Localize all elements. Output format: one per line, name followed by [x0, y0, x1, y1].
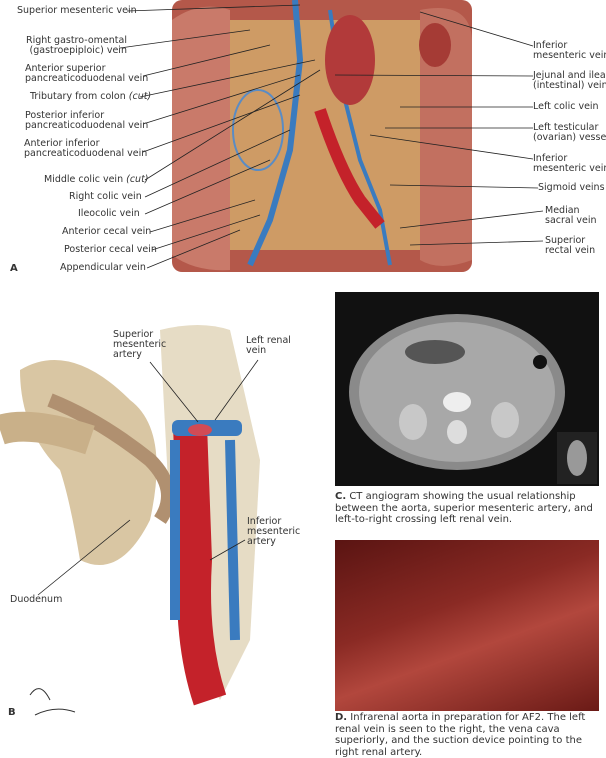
- label-text: (cut): [128, 91, 152, 102]
- panel-d-caption: D. Infrarenal aorta in preparation for A…: [335, 712, 605, 758]
- label-middle-colic-vein: Middle colic vein (cut): [44, 175, 149, 185]
- label-text: Sigmoid veins: [538, 182, 605, 193]
- label-text: rectal vein: [545, 245, 596, 256]
- label-text: Posterior inferior: [25, 110, 105, 121]
- label-text: Inferior: [533, 40, 568, 51]
- label-text: Superior mesenteric vein: [17, 5, 137, 16]
- label-text: Right gastro-omental: [26, 35, 127, 46]
- label-right-colic-vein: Right colic vein: [69, 192, 142, 202]
- label-left-colic-vein: Left colic vein: [533, 102, 599, 112]
- caption-text: Infrarenal aorta in preparation for AF2.…: [335, 712, 586, 758]
- label-text: Left colic vein: [533, 101, 599, 112]
- label-text: Left renal: [246, 335, 291, 346]
- label-text: Jejunal and ileal: [533, 70, 606, 81]
- label-right-gastro-omental-vein: Right gastro-omental(gastroepiploic) vei…: [26, 36, 127, 56]
- label-text: sacral vein: [545, 215, 597, 226]
- label-text: mesenteric: [247, 526, 301, 537]
- label-text: (cut): [126, 174, 149, 185]
- label-text: (gastroepiploic) vein: [29, 45, 127, 56]
- label-text: Right colic vein: [69, 191, 142, 202]
- label-text: mesenteric: [113, 339, 167, 350]
- label-jejunal-ileal-veins: Jejunal and ileal(intestinal) veins: [533, 71, 606, 91]
- panel-c-caption: C. CT angiogram showing the usual relati…: [335, 491, 603, 526]
- label-text: Superior: [113, 329, 154, 340]
- label-text: Anterior inferior: [24, 138, 100, 149]
- label-text: Inferior: [533, 153, 568, 164]
- label-text: vein: [246, 345, 267, 356]
- label-text: mesenteric vein: [533, 50, 606, 61]
- label-text: Ileocolic vein: [78, 208, 140, 219]
- label-text: (ovarian) vessels: [533, 132, 606, 143]
- label-text: Posterior cecal vein: [64, 244, 157, 255]
- panel-a-letter: A: [10, 263, 18, 274]
- label-text: Anterior superior: [25, 63, 106, 74]
- surgical-photo: [335, 540, 599, 711]
- label-text: Median: [545, 205, 580, 216]
- label-anterior-cecal-vein: Anterior cecal vein: [62, 227, 151, 237]
- label-text: (intestinal) veins: [533, 80, 606, 91]
- label-text: pancreaticoduodenal vein: [25, 120, 149, 131]
- label-posterior-cecal-vein: Posterior cecal vein: [64, 245, 157, 255]
- label-appendicular-vein: Appendicular vein: [60, 263, 146, 273]
- label-text: pancreaticoduodenal vein: [25, 73, 149, 84]
- label-sigmoid-veins: Sigmoid veins: [538, 183, 605, 193]
- label-text: Anterior cecal vein: [62, 226, 152, 237]
- label-text: mesenteric vein: [533, 163, 606, 174]
- label-tributary-from-colon: Tributary from colon (cut): [30, 92, 151, 102]
- label-text: Superior: [545, 235, 586, 246]
- label-text: Left testicular: [533, 122, 599, 133]
- label-left-testicular-vessels: Left testicular(ovarian) vessels: [533, 123, 606, 143]
- label-text: Middle colic vein: [44, 174, 124, 185]
- label-text: artery: [113, 349, 142, 360]
- label-text: artery: [247, 536, 276, 547]
- label-ileocolic-vein: Ileocolic vein: [78, 209, 140, 219]
- label-text: Tributary from colon: [30, 91, 126, 102]
- caption-letter: C.: [335, 491, 347, 502]
- label-text: pancreaticoduodenal vein: [24, 148, 148, 159]
- label-text: Inferior: [247, 516, 282, 527]
- label-text: Appendicular vein: [60, 262, 146, 273]
- label-superior-mesenteric-vein: Superior mesenteric vein: [17, 6, 137, 16]
- panel-b-letter: B: [8, 707, 16, 718]
- ct-angiogram-image: [335, 292, 599, 486]
- label-duodenum: Duodenum: [10, 594, 63, 605]
- panel-b-illustration: [0, 325, 260, 716]
- caption-letter: D.: [335, 712, 348, 723]
- caption-text: CT angiogram showing the usual relations…: [335, 491, 593, 525]
